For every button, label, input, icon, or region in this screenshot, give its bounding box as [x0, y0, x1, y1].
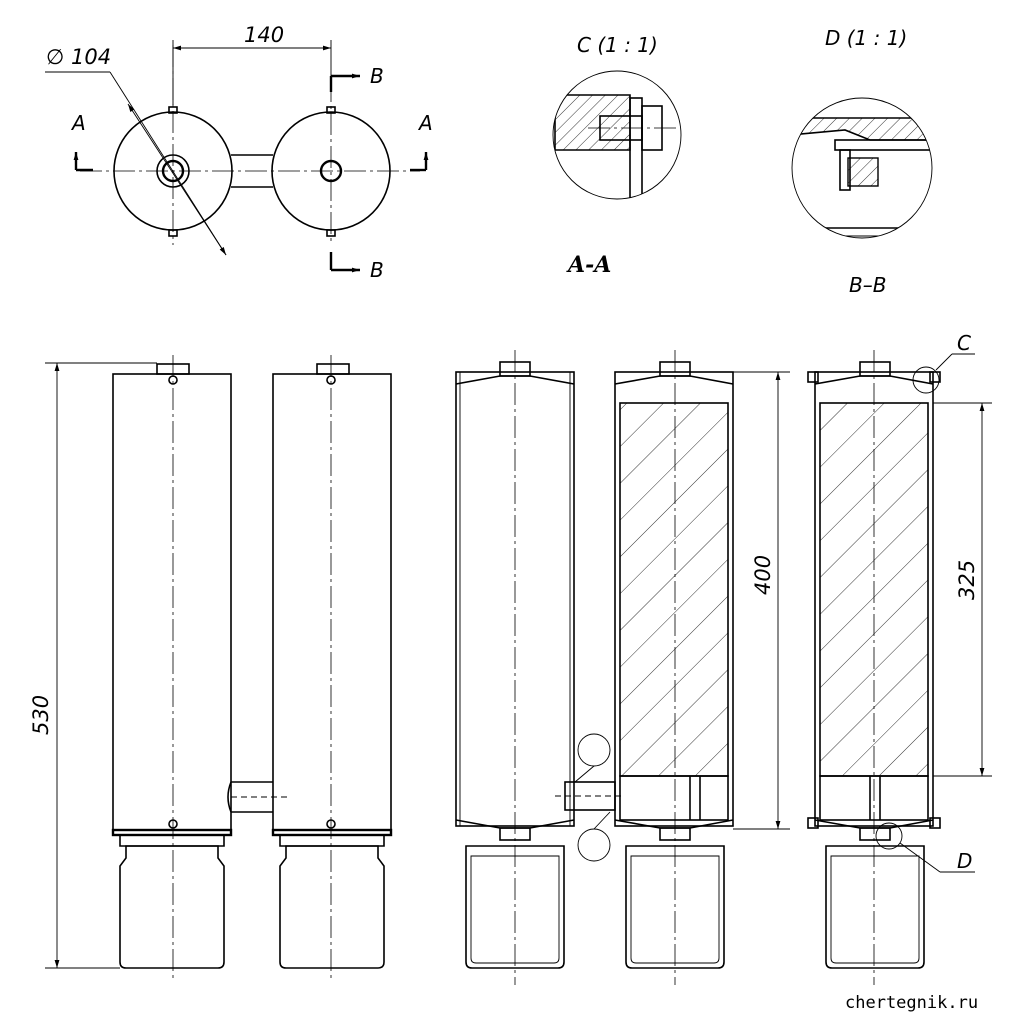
spacing-label: 140	[244, 23, 284, 47]
body-height-label: 400	[751, 555, 775, 595]
section-a-left: A	[70, 111, 86, 135]
view-a-title: A-A	[566, 252, 611, 278]
detail-d: D (1 : 1)	[791, 26, 933, 239]
detail-d-title: D (1 : 1)	[825, 26, 907, 50]
callout-d: D	[957, 849, 972, 873]
section-b-bottom: B	[370, 258, 384, 282]
section-a-right: A	[417, 111, 433, 135]
top-view: ∅ 104 140 A A B B	[45, 23, 433, 282]
section-b-b: C D 325	[807, 331, 992, 985]
diameter-label: ∅ 104	[46, 45, 111, 69]
callout-c: C	[957, 331, 971, 355]
filling-height-label: 325	[955, 560, 979, 600]
watermark: chertegnik.ru	[845, 993, 978, 1013]
view-b-title: B–B	[849, 273, 886, 297]
detail-c: C (1 : 1)	[552, 33, 682, 200]
total-height-label: 530	[29, 695, 53, 735]
front-view: 530	[29, 355, 393, 980]
section-b-top: B	[370, 64, 384, 88]
detail-c-title: C (1 : 1)	[577, 33, 658, 57]
section-a-a: 400	[455, 350, 790, 985]
